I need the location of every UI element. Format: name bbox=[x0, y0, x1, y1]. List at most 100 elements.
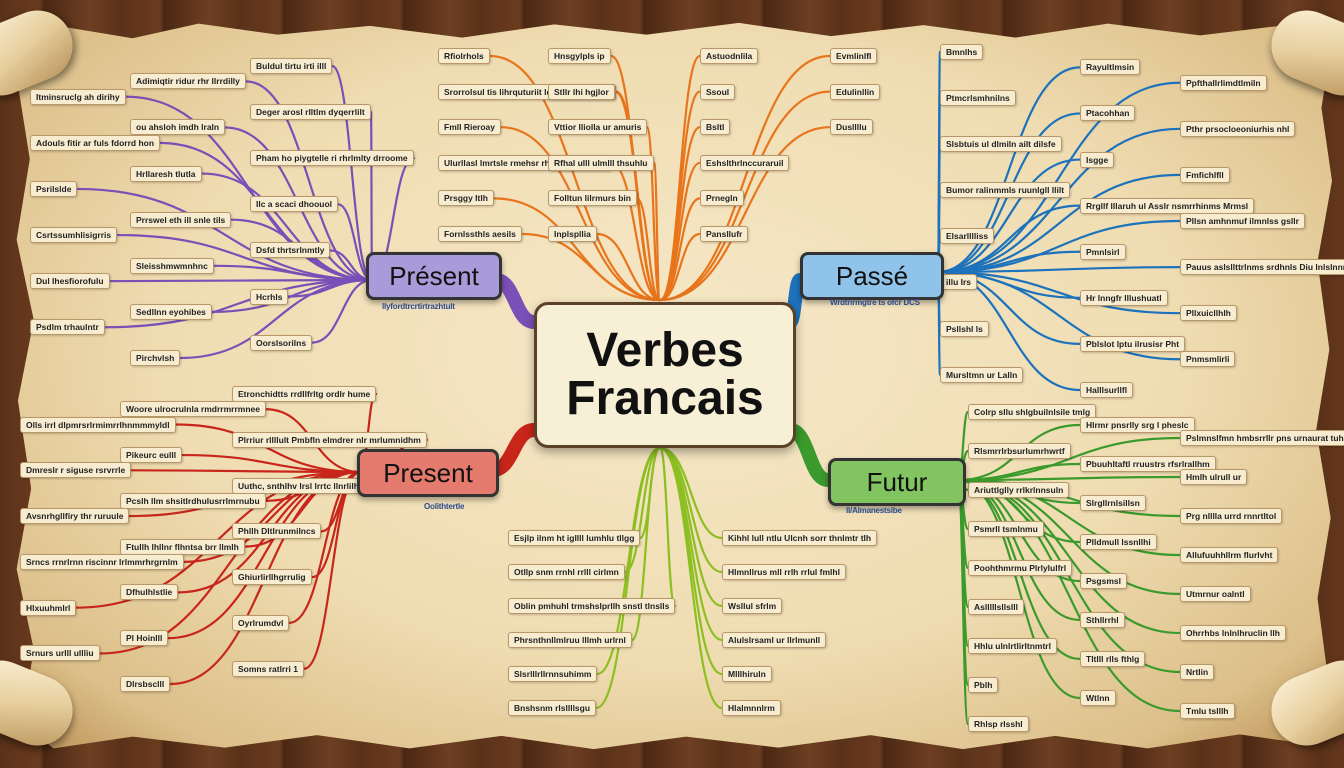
leaf-node-green-12[interactable]: Poohthmrmu Plrlylulfrl bbox=[968, 560, 1073, 576]
leaf-node-orange-18[interactable]: Evmlinlfl bbox=[830, 48, 878, 64]
leaf-node-red-17[interactable]: Srnurs urlll ullliu bbox=[20, 645, 100, 662]
leaf-node-red-13[interactable]: Dfhulhlstlie bbox=[120, 584, 179, 601]
leaf-node-orange-13[interactable]: Ssoul bbox=[700, 83, 736, 100]
leaf-node-blue-10[interactable]: Rrgllf lllaruh ul Asslr nsmrrhinms Mrmsl bbox=[1080, 197, 1255, 214]
leaf-node-yellowgreen-10[interactable]: Mlllhiruln bbox=[722, 666, 772, 682]
leaf-node-purple-4[interactable]: ou ahsloh imdh lraln bbox=[130, 119, 226, 136]
leaf-node-green-22[interactable]: Wtlnn bbox=[1080, 690, 1116, 706]
leaf-node-orange-0[interactable]: Rfiolrhols bbox=[438, 48, 490, 64]
branch-present-accent[interactable]: Présent bbox=[366, 252, 502, 300]
leaf-node-purple-3[interactable]: Deger arosl rlltlm dyqerrlilt bbox=[250, 104, 371, 121]
leaf-node-blue-19[interactable]: Pblslot lptu ilrusisr Pht bbox=[1080, 335, 1186, 352]
leaf-node-yellowgreen-8[interactable]: Wsllul sfrlm bbox=[722, 598, 783, 614]
leaf-node-red-19[interactable]: Dlrsbsclll bbox=[120, 676, 171, 692]
leaf-node-purple-18[interactable]: Oorslsorilns bbox=[250, 334, 313, 351]
central-topic[interactable]: Verbes Francais bbox=[534, 302, 796, 448]
leaf-node-red-1[interactable]: Woore ulrocrulnla rmdrrmrrmnee bbox=[120, 401, 266, 418]
leaf-node-green-9[interactable]: Psmrll tsmlnmu bbox=[968, 521, 1044, 537]
leaf-node-green-16[interactable]: Sthllrrhl bbox=[1080, 612, 1125, 628]
leaf-node-purple-8[interactable]: Psrilslde bbox=[30, 180, 78, 197]
leaf-node-orange-20[interactable]: Dusllllu bbox=[830, 119, 873, 136]
leaf-node-blue-5[interactable]: Pthr prsocloeoniurhis nhl bbox=[1180, 120, 1296, 137]
leaf-node-orange-11[interactable]: Inplspllia bbox=[548, 226, 597, 242]
leaf-node-yellowgreen-9[interactable]: Alulslrsaml ur llrlmunll bbox=[722, 632, 827, 648]
leaf-node-blue-11[interactable]: Pllsn amhnmuf ilmnlss gsllr bbox=[1180, 213, 1305, 229]
leaf-node-green-13[interactable]: Psgsmsl bbox=[1080, 573, 1127, 589]
leaf-node-purple-12[interactable]: Dsfd thrtsrlnmtly bbox=[250, 242, 331, 259]
leaf-node-red-10[interactable]: Ftullh lhllnr flhntsa brr llmlh bbox=[120, 538, 245, 555]
leaf-node-purple-6[interactable]: Pham ho piygtelle ri rhrlmlty drroome bbox=[250, 150, 414, 167]
leaf-node-purple-10[interactable]: Prrswel eth ill snle tils bbox=[130, 211, 232, 228]
leaf-node-purple-15[interactable]: Hcrhls bbox=[250, 288, 289, 305]
branch-passe[interactable]: Passé bbox=[800, 252, 944, 300]
leaf-node-purple-5[interactable]: Adouls fitir ar fuls fdorrd hon bbox=[30, 134, 161, 151]
leaf-node-yellowgreen-6[interactable]: Kihhl lull ntlu Ulcnh sorr thnlmtr tlh bbox=[722, 530, 878, 546]
leaf-node-blue-20[interactable]: Pnmsmlirli bbox=[1180, 351, 1236, 368]
leaf-node-purple-19[interactable]: Pirchvlsh bbox=[130, 350, 181, 366]
branch-futur[interactable]: Futur bbox=[828, 458, 966, 506]
leaf-node-orange-9[interactable]: Rfhal ulll ulmlll thsuhlu bbox=[548, 154, 654, 171]
leaf-node-blue-8[interactable]: Fmfichlfll bbox=[1180, 166, 1230, 183]
leaf-node-purple-13[interactable]: Sleisshmwmnhnc bbox=[130, 257, 214, 274]
leaf-node-blue-4[interactable]: Ptacohhan bbox=[1080, 105, 1136, 122]
leaf-node-red-3[interactable]: Plrriur rllllult Pmbfln elmdrer nlr mrlu… bbox=[232, 431, 427, 448]
leaf-node-red-14[interactable]: Hlxuuhmlrl bbox=[20, 599, 77, 616]
leaf-node-yellowgreen-2[interactable]: Oblin pmhuhl trmshslprllh snstl tlnslls bbox=[508, 598, 676, 614]
leaf-node-orange-12[interactable]: Astuodnlila bbox=[700, 48, 759, 64]
leaf-node-orange-8[interactable]: Vttior lliolla ur amuris bbox=[548, 119, 648, 136]
leaf-node-green-5[interactable]: Hmlh ulrull ur bbox=[1180, 469, 1248, 485]
leaf-node-orange-19[interactable]: Edulinllin bbox=[830, 83, 881, 100]
leaf-node-blue-12[interactable]: Elsarlllliss bbox=[940, 228, 995, 245]
leaf-node-yellowgreen-0[interactable]: Esjlp ilnm ht igllll lumhlu tllgg bbox=[508, 530, 641, 546]
leaf-node-red-16[interactable]: Pl Hoinlll bbox=[120, 630, 169, 647]
leaf-node-blue-22[interactable]: Halllsurllfl bbox=[1080, 382, 1134, 398]
leaf-node-green-4[interactable]: Pbuuhltaftl rruustrs rfsrlrallhm bbox=[1080, 456, 1216, 472]
leaf-node-blue-9[interactable]: Bumor ralinmmls ruunlgll llilt bbox=[940, 182, 1071, 199]
leaf-node-blue-21[interactable]: Mursltmn ur Lalln bbox=[940, 366, 1024, 383]
leaf-node-yellowgreen-1[interactable]: Otllp snm rrnhl rrlll cirlmn bbox=[508, 564, 625, 580]
leaf-node-green-19[interactable]: Tltlll rlls fthlg bbox=[1080, 651, 1146, 667]
leaf-node-green-18[interactable]: Hhlu ulnlrtlirltnmtrl bbox=[968, 638, 1057, 654]
leaf-node-orange-17[interactable]: Pansllufr bbox=[700, 226, 749, 242]
leaf-node-red-5[interactable]: Dmreslr r siguse rsrvrrle bbox=[20, 462, 132, 479]
leaf-node-blue-16[interactable]: Hr lnngfr lllushuatl bbox=[1080, 289, 1168, 306]
leaf-node-blue-6[interactable]: Slsbtuis ul dlmiln ailt dilsfe bbox=[940, 136, 1062, 153]
leaf-node-green-6[interactable]: Ariuttlglly rrlkrlnnsuln bbox=[968, 482, 1070, 498]
leaf-node-red-4[interactable]: Pikeurc eulll bbox=[120, 447, 183, 464]
leaf-node-blue-13[interactable]: Pmnlsirl bbox=[1080, 243, 1126, 260]
leaf-node-red-12[interactable]: Ghiurlirllhgrrulig bbox=[232, 569, 312, 586]
leaf-node-green-20[interactable]: Nrtlin bbox=[1180, 664, 1215, 680]
leaf-node-red-2[interactable]: Olls irrl dlpmrsrlrmimrrlhnmmmyldl bbox=[20, 416, 176, 433]
leaf-node-blue-17[interactable]: Pllxuicllhlh bbox=[1180, 305, 1237, 322]
leaf-node-red-6[interactable]: Uuthc, snthlhv lrsl lrrtc llnrlilhlgk bbox=[232, 477, 378, 494]
leaf-node-green-10[interactable]: Plldmull lssnllhi bbox=[1080, 534, 1157, 550]
leaf-node-green-8[interactable]: Prg nlllla urrd rnnrtltol bbox=[1180, 508, 1283, 524]
leaf-node-green-1[interactable]: Hlrmr pnsrlly srg l pheslc bbox=[1080, 417, 1195, 433]
leaf-node-blue-7[interactable]: Isgge bbox=[1080, 151, 1115, 168]
leaf-node-red-7[interactable]: Pcslh llm shsitlrdhulusrrlmrnubu bbox=[120, 492, 266, 509]
leaf-node-green-21[interactable]: Pblh bbox=[968, 677, 999, 693]
leaf-node-blue-15[interactable]: illu Irs bbox=[940, 274, 978, 291]
leaf-node-orange-2[interactable]: Fmll Rieroay bbox=[438, 119, 502, 136]
leaf-node-red-11[interactable]: Srncs rrnrlrnn riscinnr lrlmmrhrgrnlm bbox=[20, 553, 184, 570]
leaf-node-purple-16[interactable]: Sedllnn eyohibes bbox=[130, 303, 212, 320]
leaf-node-blue-14[interactable]: Pauus aslsllttrlnms srdhnls Diu lnlslnnn… bbox=[1180, 259, 1344, 276]
leaf-node-green-7[interactable]: Slrgllrnlsillsn bbox=[1080, 495, 1146, 511]
leaf-node-purple-0[interactable]: Buldul tirtu irti illl bbox=[250, 58, 333, 74]
leaf-node-orange-14[interactable]: Bsltl bbox=[700, 119, 731, 136]
leaf-node-yellowgreen-5[interactable]: Bnshsnm rlsllllsgu bbox=[508, 700, 597, 716]
leaf-node-purple-17[interactable]: Psdlm trhaulntr bbox=[30, 319, 105, 336]
leaf-node-green-0[interactable]: Colrp sllu shlgbuilnlsile tmlg bbox=[968, 404, 1097, 420]
leaf-node-green-3[interactable]: Rlsmrrlrbsurlumrhwrtf bbox=[968, 443, 1071, 459]
leaf-node-blue-18[interactable]: Psllshl ls bbox=[940, 320, 989, 337]
leaf-node-red-15[interactable]: Oyrlrumdvl bbox=[232, 614, 290, 631]
leaf-node-green-15[interactable]: Aslllllsllslll bbox=[968, 599, 1024, 615]
leaf-node-purple-14[interactable]: Dul Ihesfiorofulu bbox=[30, 273, 110, 290]
leaf-node-red-9[interactable]: Phllh Dltlrunmilncs bbox=[232, 523, 322, 540]
leaf-node-green-14[interactable]: Utmrnur oalntl bbox=[1180, 586, 1251, 602]
leaf-node-orange-6[interactable]: Hnsgylpls ip bbox=[548, 48, 611, 64]
leaf-node-orange-10[interactable]: Folltun lilrmurs bin bbox=[548, 190, 637, 207]
leaf-node-orange-4[interactable]: Prsggy Itlh bbox=[438, 190, 494, 207]
leaf-node-purple-1[interactable]: Adimiqtir ridur rhr llrrdilly bbox=[130, 73, 246, 90]
leaf-node-green-11[interactable]: Allufuuhhllrm flurlvht bbox=[1180, 547, 1279, 563]
